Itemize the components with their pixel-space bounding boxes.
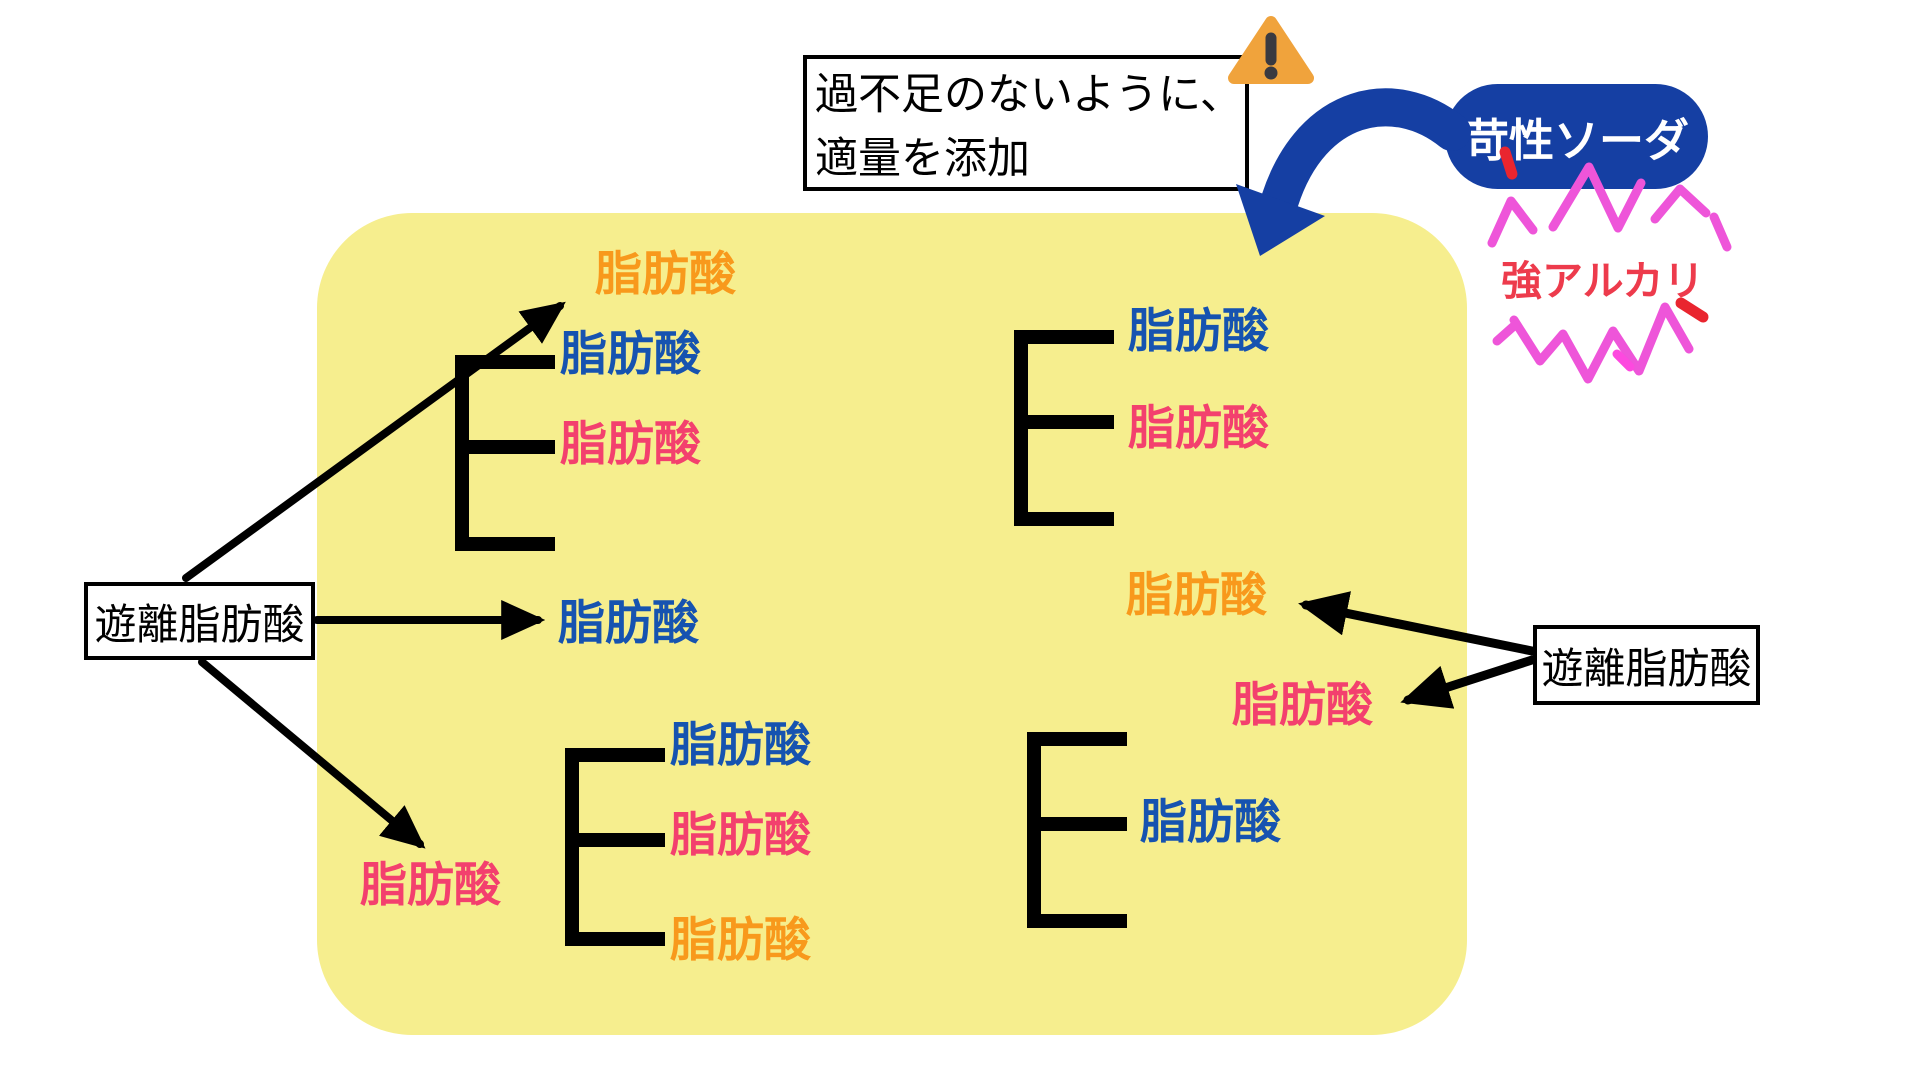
free-fatty-acid-box-right: 遊離脂肪酸 <box>1533 625 1760 705</box>
ester-arm-middle <box>565 833 665 847</box>
glyceride-bottom-right <box>1027 732 1127 928</box>
fatty-acid-label-attached: 脂肪酸 <box>670 718 811 771</box>
ester-arm-top <box>1014 330 1114 344</box>
annotation-note-box: 過不足のないように、 適量を添加 <box>803 55 1249 191</box>
caustic-soda-pill: 苛性ソーダ <box>1445 84 1708 189</box>
glyceride-top-left <box>455 355 555 551</box>
free-fatty-acid-label-right: 遊離脂肪酸 <box>1541 644 1752 692</box>
annotation-note-line2: 適量を添加 <box>815 135 1030 183</box>
annotation-note-line1: 過不足のないように、 <box>815 71 1243 119</box>
ester-arm-bottom <box>1027 914 1127 928</box>
caustic-soda-label: 苛性ソーダ <box>1463 115 1689 166</box>
ester-arm-middle <box>455 440 555 454</box>
free-fatty-acid-label-left: 遊離脂肪酸 <box>94 600 305 648</box>
ester-arm-middle <box>1027 817 1127 831</box>
fatty-acid-label-attached: 脂肪酸 <box>560 417 701 470</box>
ester-arm-middle <box>1014 415 1114 429</box>
fatty-acid-label-attached: 脂肪酸 <box>670 913 811 966</box>
reaction-panel <box>317 213 1467 1035</box>
fatty-acid-label-attached: 脂肪酸 <box>560 327 701 380</box>
fatty-acid-label-attached: 脂肪酸 <box>1140 795 1281 848</box>
strong-alkali-caption: 強アルカリ <box>1501 258 1705 304</box>
fatty-acid-label-free: 脂肪酸 <box>595 247 736 300</box>
glyceride-bottom-center <box>565 748 665 946</box>
ester-arm-bottom <box>455 537 555 551</box>
fatty-acid-label-free: 脂肪酸 <box>1232 678 1373 731</box>
fatty-acid-label-free: 脂肪酸 <box>1126 568 1267 621</box>
free-fatty-acid-box-left: 遊離脂肪酸 <box>84 582 315 660</box>
ester-arm-top <box>455 355 555 369</box>
glycerol-spine <box>565 748 579 946</box>
ester-arm-top <box>1027 732 1127 746</box>
fatty-acid-label-attached: 脂肪酸 <box>1128 304 1269 357</box>
fatty-acid-label-free: 脂肪酸 <box>360 858 501 911</box>
ester-arm-top <box>565 748 665 762</box>
ester-arm-bottom <box>1014 512 1114 526</box>
glyceride-top-right <box>1014 330 1114 526</box>
fatty-acid-label-free: 脂肪酸 <box>558 596 699 649</box>
ester-arm-bottom <box>565 932 665 946</box>
fatty-acid-label-attached: 脂肪酸 <box>1128 401 1269 454</box>
fatty-acid-label-attached: 脂肪酸 <box>670 808 811 861</box>
